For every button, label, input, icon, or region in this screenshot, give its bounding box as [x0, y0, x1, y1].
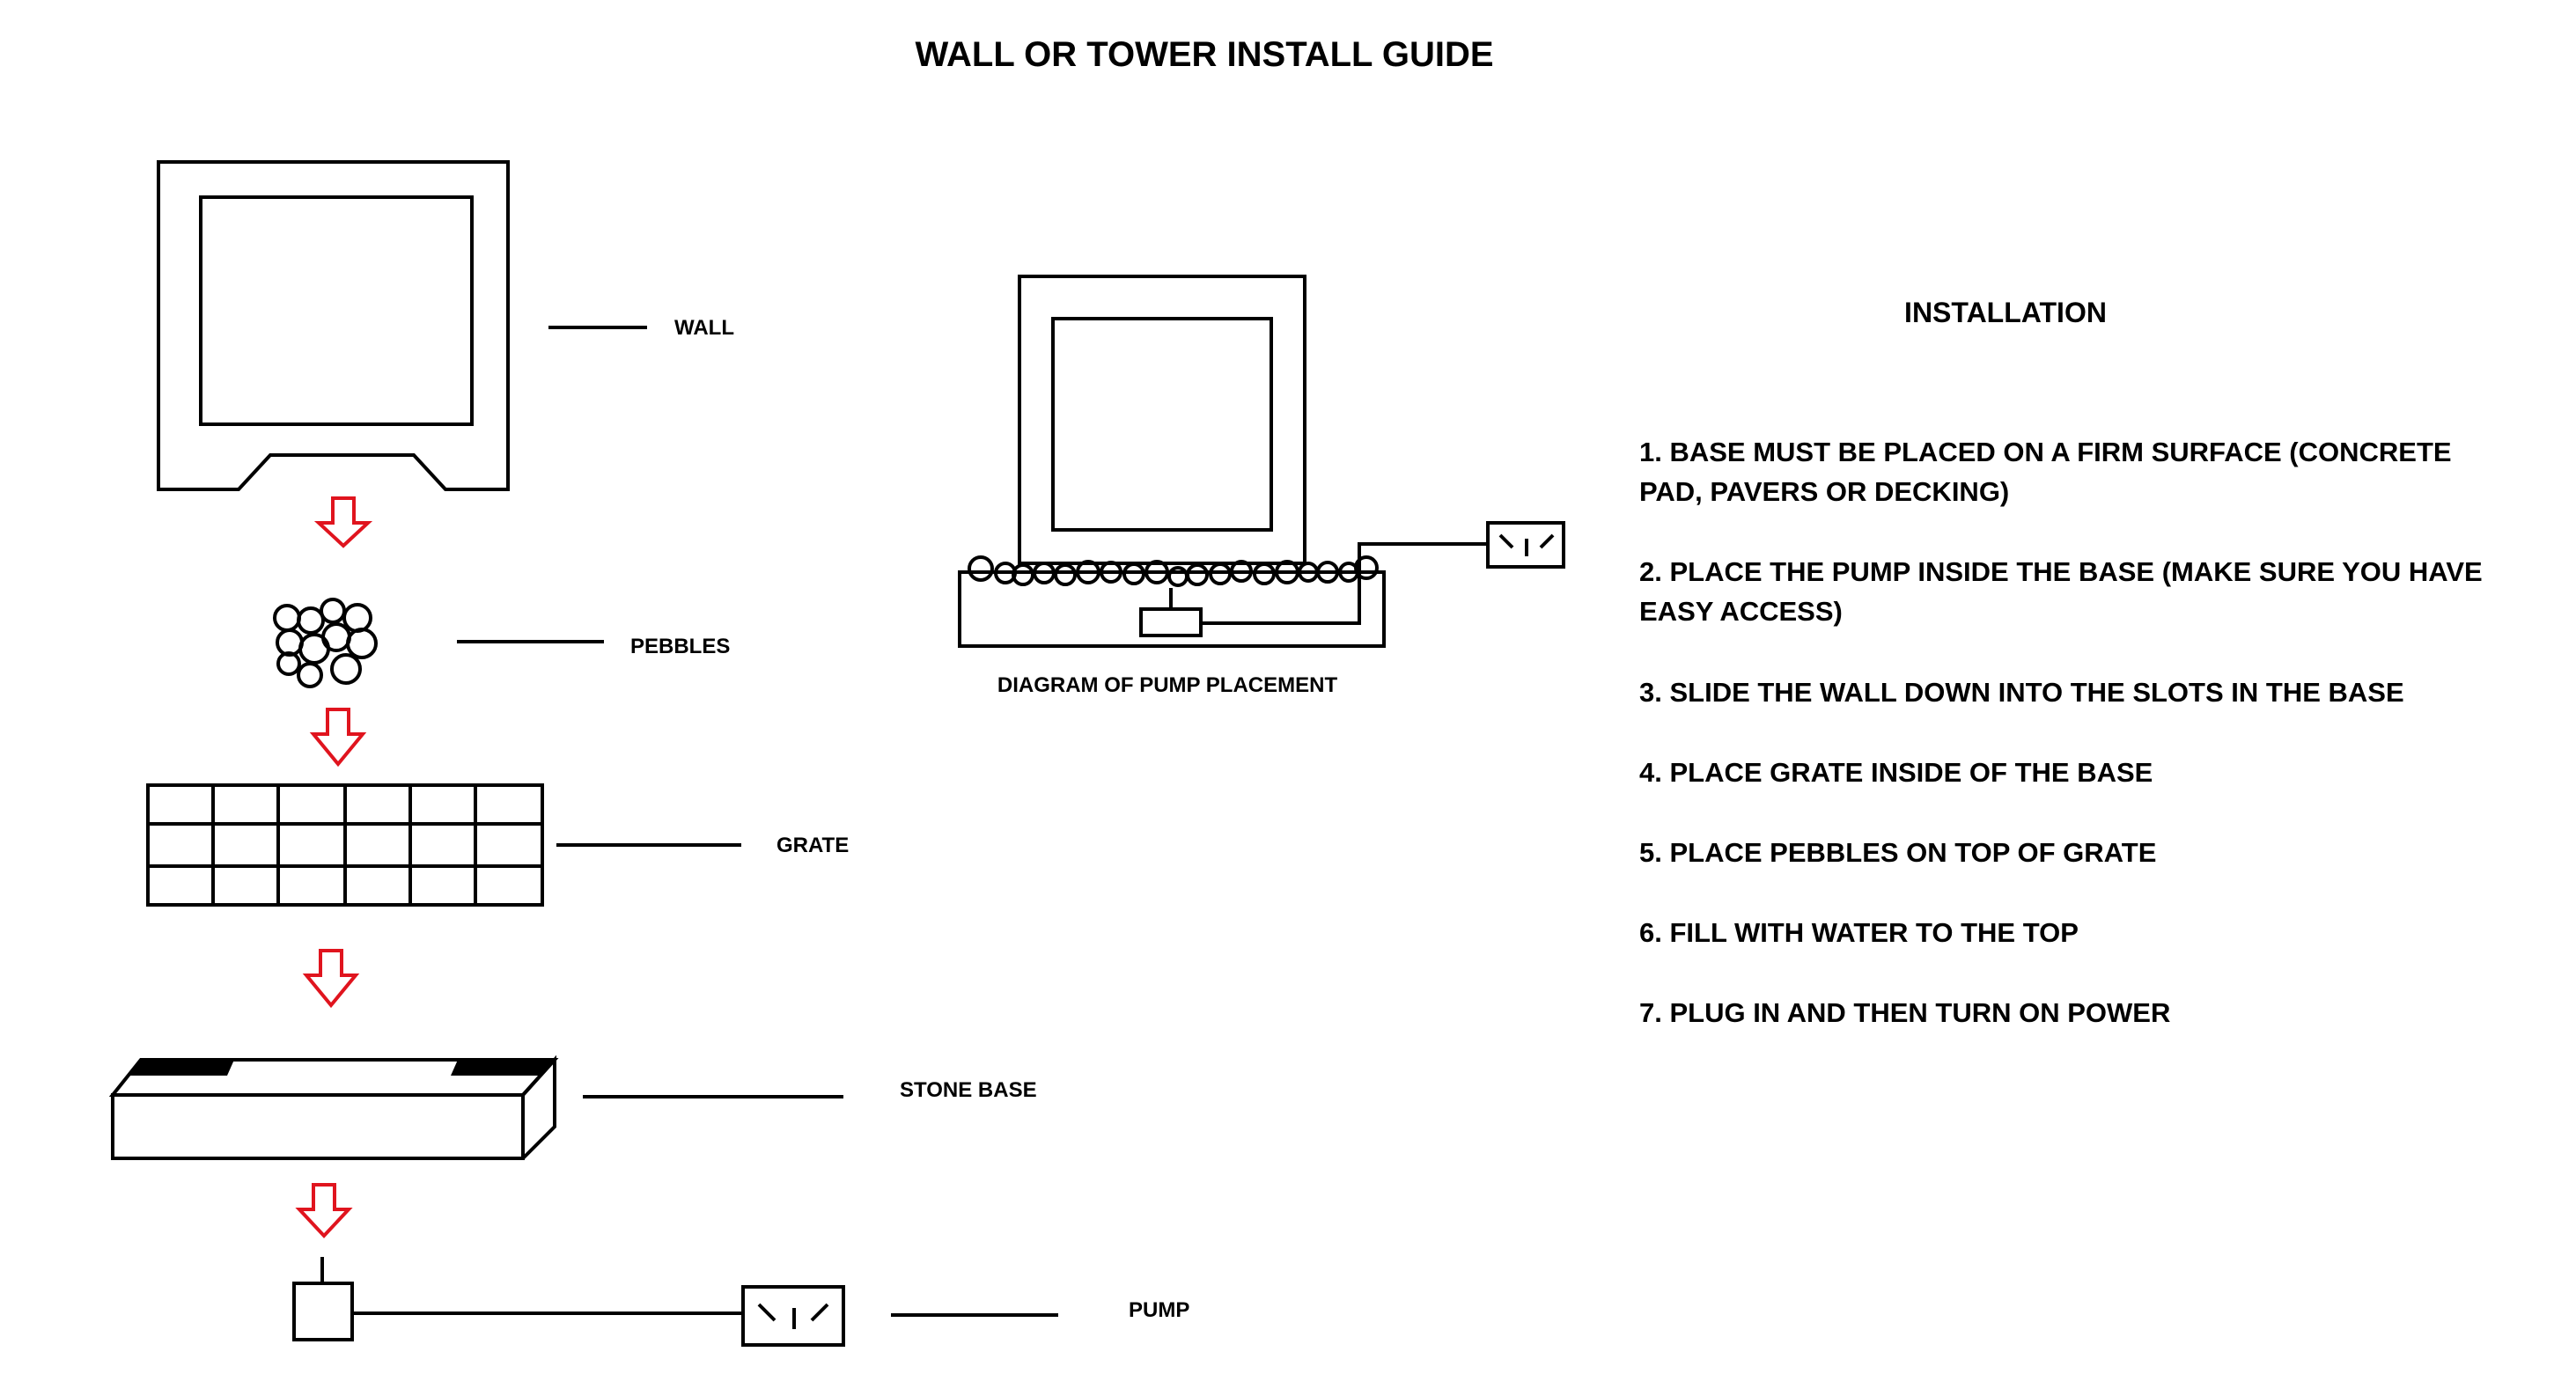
down-arrow-4	[295, 1183, 353, 1238]
pebbles-label: PEBBLES	[630, 635, 730, 658]
installation-steps: 1. BASE MUST BE PLACED ON A FIRM SURFACE…	[1639, 437, 2483, 1028]
down-arrow-2	[309, 708, 367, 768]
step-3: 3. SLIDE THE WALL DOWN INTO THE SLOTS IN…	[1639, 677, 2404, 708]
grate-drawing	[146, 783, 544, 907]
step-1-line-2: PAD, PAVERS OR DECKING)	[1639, 476, 2009, 507]
grate-label: GRATE	[776, 834, 849, 857]
step-6: 6. FILL WITH WATER TO THE TOP	[1639, 917, 2079, 948]
pump-label: PUMP	[1129, 1298, 1189, 1322]
wall-drawing	[157, 160, 510, 491]
down-arrow-3	[302, 949, 360, 1009]
page-title: WALL OR TOWER INSTALL GUIDE	[915, 35, 1493, 74]
down-arrow-1	[313, 496, 373, 548]
stone-base-label: STONE BASE	[900, 1078, 1037, 1102]
stone-base-drawing	[108, 1054, 559, 1160]
step-1-line-1: 1. BASE MUST BE PLACED ON A FIRM SURFACE…	[1639, 437, 2452, 467]
pump-placement-drawing	[958, 275, 1565, 648]
pebbles-drawing	[273, 598, 378, 688]
step-7: 7. PLUG IN AND THEN TURN ON POWER	[1639, 997, 2170, 1028]
wall-label: WALL	[674, 316, 734, 340]
power-plug-icon	[741, 1285, 845, 1347]
placement-caption: DIAGRAM OF PUMP PLACEMENT	[997, 673, 1338, 697]
step-2-line-2: EASY ACCESS)	[1639, 596, 1843, 627]
placement-plug-icon	[1486, 521, 1565, 569]
step-5: 5. PLACE PEBBLES ON TOP OF GRATE	[1639, 837, 2156, 868]
pump-drawing	[292, 1257, 845, 1347]
step-4: 4. PLACE GRATE INSIDE OF THE BASE	[1639, 757, 2153, 788]
placement-pebbles	[968, 555, 1379, 587]
installation-heading: INSTALLATION	[1904, 297, 2107, 328]
step-2-line-1: 2. PLACE THE PUMP INSIDE THE BASE (MAKE …	[1639, 556, 2483, 587]
